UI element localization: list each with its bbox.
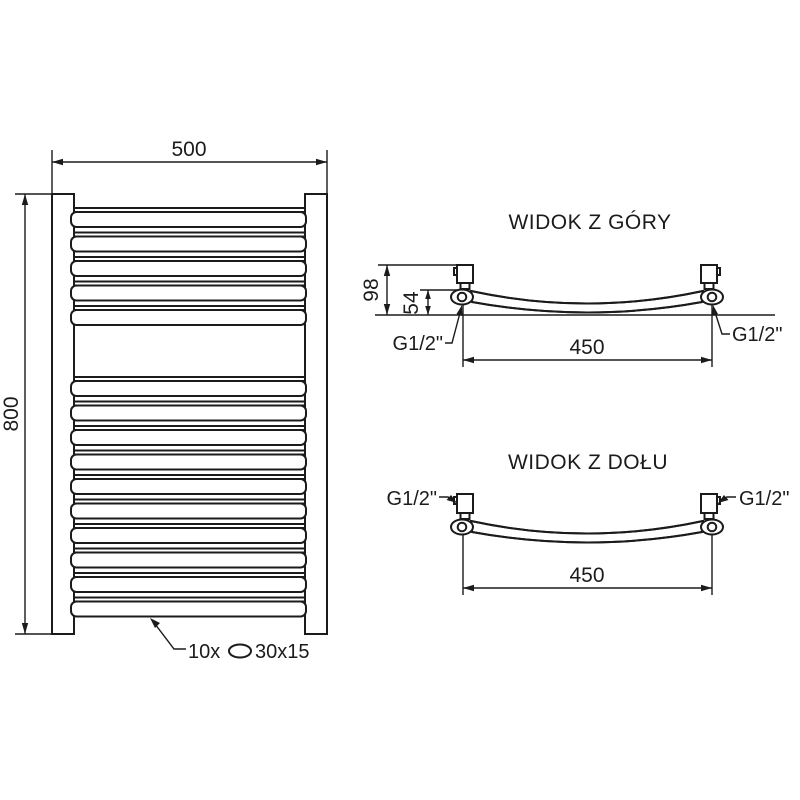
- arrowhead-top-icon: [383, 265, 391, 276]
- tube-rung-front: [70, 309, 307, 326]
- oval-tube-icon: [228, 643, 252, 659]
- tube-edge-bottom: [471, 531, 703, 544]
- valve-neck-right: [703, 512, 715, 520]
- connection-hole-right: [706, 291, 718, 303]
- arrowhead-bottom-icon: [425, 306, 431, 315]
- thread-size: G1/2": [393, 333, 443, 355]
- tube-edge-bottom: [471, 301, 703, 314]
- tube-rung-front: [70, 404, 307, 422]
- valve-neck-left: [459, 512, 471, 520]
- fitting-left: [450, 493, 474, 536]
- valve-neck-left: [459, 282, 471, 290]
- tube-rungs: [70, 207, 307, 618]
- tube-rung-front: [70, 453, 307, 471]
- rung-size-label: 30x15: [255, 641, 310, 663]
- arrowhead-left-icon: [52, 158, 63, 166]
- arrowhead-right-icon: [316, 158, 327, 166]
- tube-rung-front: [70, 429, 307, 446]
- curved-tube: [469, 519, 705, 544]
- tube-fill: [469, 519, 705, 544]
- arrowhead-bottom-icon: [383, 304, 391, 315]
- thread-label-left: G1/2": [387, 488, 457, 510]
- axis-depth-value: 54: [400, 291, 423, 315]
- arrowhead-bottom-icon: [21, 623, 29, 634]
- depth-value: 98: [360, 278, 383, 301]
- arrowhead-top-icon: [425, 290, 431, 299]
- tube-rung-front: [70, 551, 307, 569]
- valve-block-right: [700, 264, 718, 284]
- leader-arrowhead-icon: [456, 305, 463, 316]
- connection-hole-left: [456, 521, 468, 533]
- tube-rung-front: [70, 380, 307, 397]
- tube-rung-front: [70, 502, 307, 520]
- spacing-dimension: 450: [462, 305, 713, 367]
- tube-rung-front: [70, 576, 307, 593]
- height-dimension: 800: [0, 193, 52, 635]
- leader-arrowhead-icon: [712, 305, 718, 316]
- arrowhead-right-icon: [701, 356, 712, 364]
- spacing-value: 450: [569, 564, 604, 587]
- fitting-right: [700, 493, 724, 536]
- tube-rung-front: [70, 527, 307, 544]
- top-view: WIDOK Z GÓRY 98 54: [360, 211, 782, 367]
- thread-label-left: G1/2": [393, 305, 463, 355]
- arrowhead-left-icon: [463, 356, 474, 364]
- tube-rung-front: [70, 211, 307, 228]
- leader-arrowhead-icon: [150, 618, 160, 628]
- thread-size: G1/2": [387, 488, 437, 510]
- fitting-right: [700, 264, 724, 306]
- bottom-view-title: WIDOK Z DOŁU: [508, 451, 668, 474]
- side-rail-right: [304, 193, 328, 635]
- top-view-title: WIDOK Z GÓRY: [508, 211, 671, 234]
- width-dimension: 500: [51, 138, 328, 194]
- tube-rung-front: [70, 235, 307, 253]
- arrowhead-top-icon: [21, 194, 29, 205]
- bottom-view: WIDOK Z DOŁU G1/2": [387, 451, 789, 595]
- leader-arrowhead-icon: [718, 495, 729, 503]
- tube-edge-top: [470, 290, 704, 305]
- front-view: 500 800 10x 30x15: [0, 138, 328, 663]
- thread-label-right: G1/2": [712, 305, 782, 346]
- rung-count-label: 10x: [188, 641, 220, 663]
- tube-fill: [469, 289, 705, 314]
- spacing-value: 450: [569, 336, 604, 359]
- valve-block-right: [700, 493, 718, 514]
- tube-profile-label: 10x 30x15: [150, 618, 310, 663]
- arrowhead-left-icon: [463, 584, 474, 592]
- radiator-body: [51, 193, 328, 635]
- tube-rung-front: [70, 284, 307, 302]
- curved-tube: [469, 289, 705, 314]
- width-value: 500: [171, 138, 206, 161]
- thread-label-right: G1/2": [718, 488, 789, 510]
- valve-neck-right: [703, 282, 715, 290]
- valve-block-left: [456, 493, 474, 514]
- leader-line: [713, 308, 730, 335]
- tube-rung-front: [70, 478, 307, 495]
- fitting-left: [450, 264, 474, 306]
- leader-line: [445, 308, 462, 344]
- connection-hole-left: [456, 291, 468, 303]
- tube-rung-front: [70, 600, 307, 618]
- arrowhead-right-icon: [701, 584, 712, 592]
- tube-rung-front: [70, 260, 307, 277]
- leader-line: [151, 619, 186, 650]
- tube-edge-top: [470, 520, 704, 535]
- depth-dimension: 98: [360, 265, 391, 315]
- thread-size: G1/2": [739, 488, 789, 510]
- axis-depth-dimension: 54: [400, 290, 431, 315]
- leader-arrowhead-icon: [446, 495, 457, 503]
- valve-block-left: [456, 264, 474, 284]
- thread-size: G1/2": [732, 324, 782, 346]
- connection-hole-right: [706, 521, 718, 533]
- spacing-dimension: 450: [462, 534, 713, 595]
- height-value: 800: [0, 396, 23, 431]
